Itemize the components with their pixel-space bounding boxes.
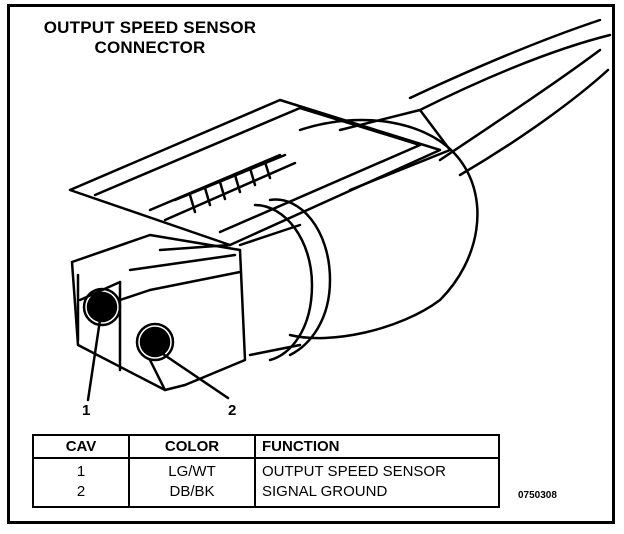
title-line-2: CONNECTOR [94,38,206,57]
pin-label-1: 1 [82,402,91,419]
title-line-1: OUTPUT SPEED SENSOR [43,18,257,37]
cell-color: LG/WT [128,458,256,482]
connector-front [70,233,247,392]
leader-line-1 [86,318,102,402]
diagram-title: OUTPUT SPEED SENSOR CONNECTOR [20,18,280,58]
table-header-row: CAV COLOR FUNCTION [32,434,500,459]
figure-id: 0750308 [518,490,557,501]
connector-body [238,118,479,362]
cell-color: DB/BK [128,482,256,508]
cell-cav: 2 [32,482,130,508]
pinout-table: CAV COLOR FUNCTION 1 LG/WT OUTPUT SPEED … [32,434,500,508]
leader-line-2 [158,350,230,400]
cavity-1 [82,287,122,327]
cell-function: SIGNAL GROUND [254,482,500,508]
locking-latch [68,98,452,252]
pin-label-2: 2 [228,402,237,419]
cell-cav: 1 [32,458,130,482]
wire-bundle [408,18,612,177]
table-row: 1 LG/WT OUTPUT SPEED SENSOR [32,458,500,482]
header-function: FUNCTION [254,434,500,459]
header-cav: CAV [32,434,130,459]
cell-function: OUTPUT SPEED SENSOR [254,458,500,482]
header-color: COLOR [128,434,256,459]
cavity-2 [135,322,175,362]
table-row: 2 DB/BK SIGNAL GROUND [32,482,500,508]
